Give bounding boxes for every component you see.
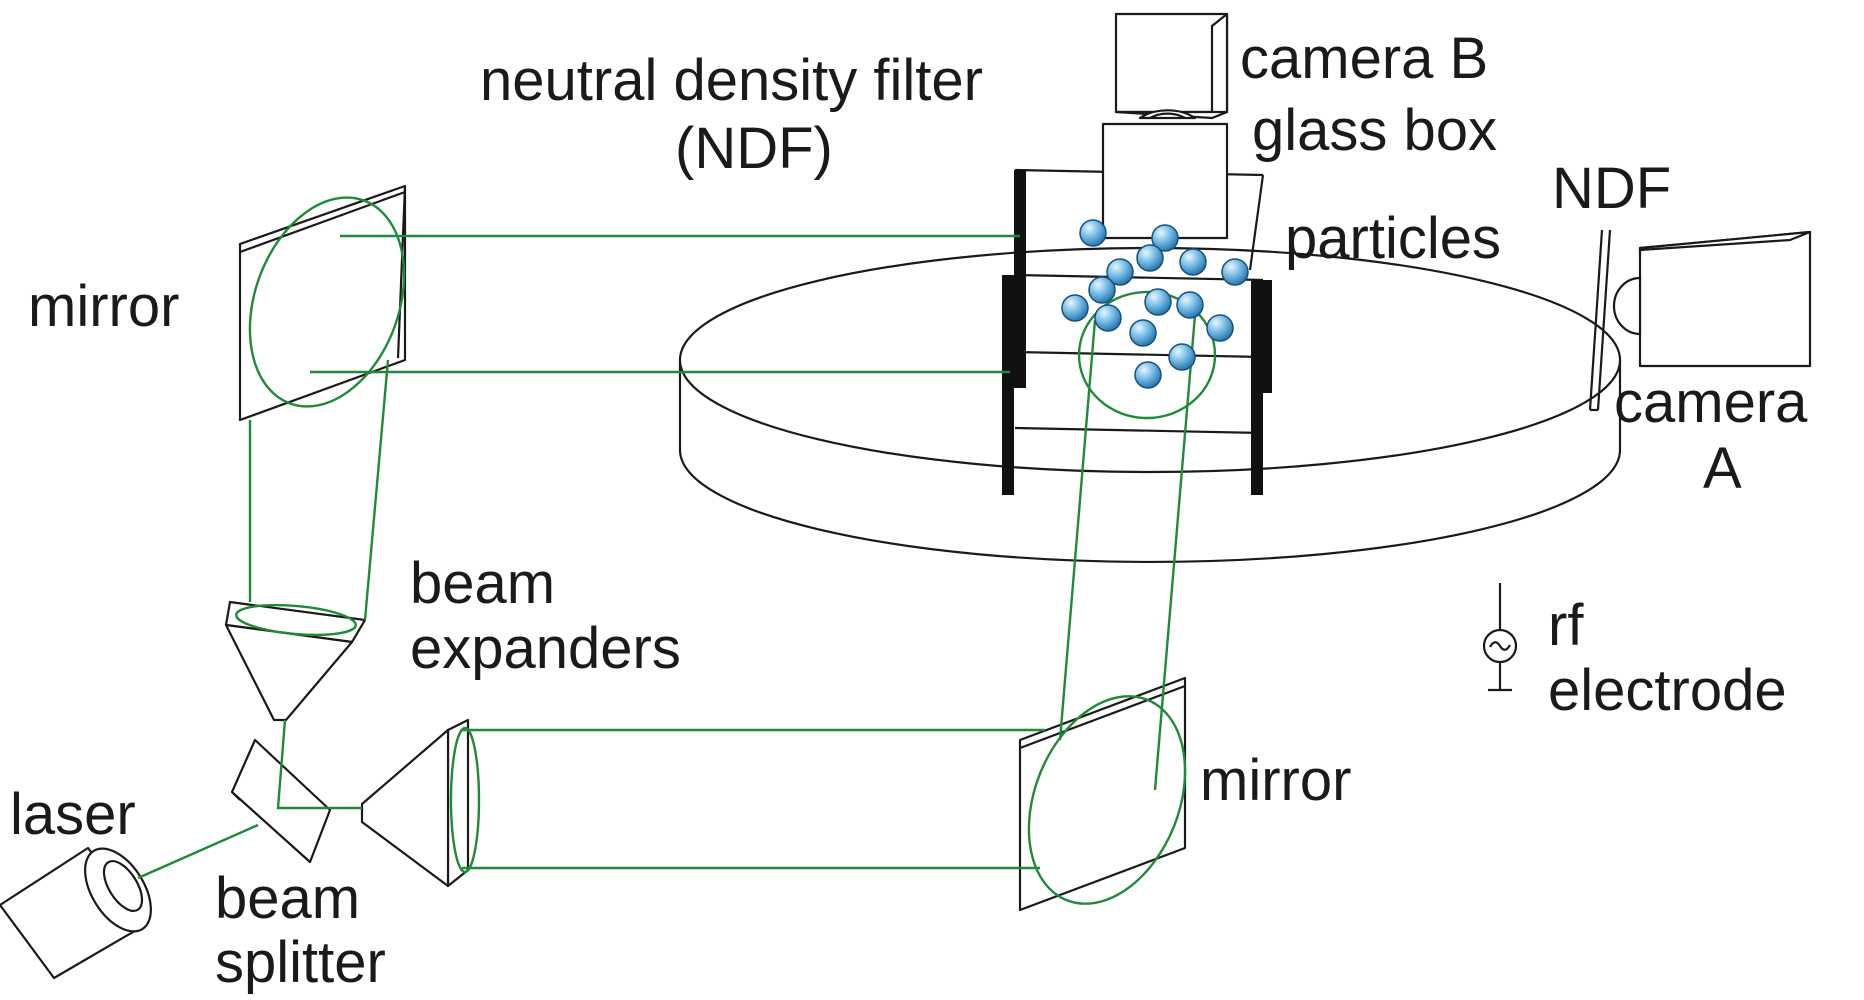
label-camera-a-2: A	[1703, 436, 1742, 501]
particle	[1134, 361, 1162, 389]
label-beam-expanders-1: beam	[410, 551, 555, 616]
label-rf-1: rf	[1548, 593, 1584, 658]
label-glass-box: glass box	[1252, 98, 1497, 163]
label-camera-a-1: camera	[1614, 370, 1808, 435]
mirror-lower	[1018, 676, 1187, 912]
labels: neutral density filter (NDF) camera B gl…	[10, 26, 1808, 995]
particle	[1106, 258, 1134, 286]
mirror-upper	[238, 184, 407, 422]
particle	[1151, 224, 1179, 252]
particle	[1221, 258, 1249, 286]
rf-source-icon	[1482, 583, 1518, 692]
camera-a	[1588, 229, 1812, 412]
particle	[1179, 248, 1207, 276]
beam-splitter	[230, 738, 332, 864]
label-beam-splitter-1: beam	[215, 866, 360, 931]
laser-beams	[137, 196, 1217, 905]
particle	[1136, 244, 1164, 272]
label-ndf-top: neutral density filter	[480, 48, 983, 113]
label-laser: laser	[10, 782, 136, 847]
particle	[1094, 304, 1122, 332]
label-rf-2: electrode	[1548, 658, 1787, 723]
label-ndf-right: NDF	[1552, 156, 1671, 221]
label-ndf-top-abbr: (NDF)	[675, 116, 833, 181]
beam-expander-upper	[224, 600, 367, 722]
label-mirror-lower: mirror	[1200, 748, 1351, 813]
particle	[1129, 319, 1157, 347]
camera-b	[1101, 12, 1229, 240]
particle	[1061, 294, 1089, 322]
particle	[1206, 314, 1234, 342]
particle	[1176, 291, 1204, 319]
particles-cluster	[1061, 219, 1249, 389]
particle	[1168, 343, 1196, 371]
particle	[1079, 219, 1107, 247]
label-camera-b: camera B	[1240, 26, 1488, 91]
label-beam-expanders-2: expanders	[410, 616, 681, 681]
label-beam-splitter-2: splitter	[215, 930, 386, 995]
laser	[0, 846, 152, 980]
label-particles: particles	[1285, 206, 1501, 271]
particle	[1144, 288, 1172, 316]
label-mirror-upper: mirror	[28, 274, 179, 339]
particle	[1088, 276, 1116, 304]
